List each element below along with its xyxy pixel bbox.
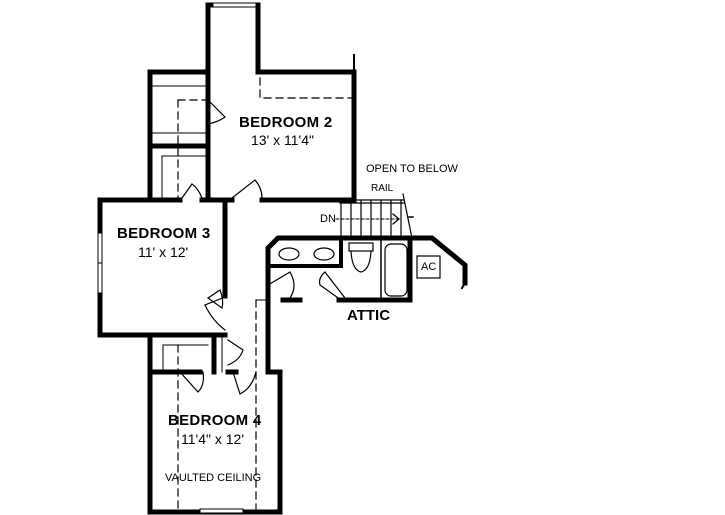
bedroom-3-name: BEDROOM 3 [117, 225, 211, 242]
window-bedroom-2 [212, 2, 257, 8]
open-to-below-label: OPEN TO BELOW [366, 163, 458, 175]
stairs [339, 193, 413, 239]
bedroom-3-dimensions: 11' x 12' [138, 244, 189, 260]
ac-box [416, 255, 441, 279]
bedroom-2-dimensions: 13' x 11'4" [251, 132, 314, 148]
toilet-tank [348, 242, 374, 252]
toilet-bowl [350, 250, 372, 273]
bedroom-2-name: BEDROOM 2 [239, 114, 333, 131]
stairs-down-label: DN [320, 213, 336, 225]
window-bedroom-4 [199, 508, 244, 514]
ac-label: AC [421, 261, 437, 273]
bathtub [384, 243, 408, 297]
closets-upper-left [147, 69, 211, 201]
door-swings [181, 99, 263, 310]
sink-right [313, 247, 335, 261]
bedroom-4-dimensions: 11'4" x 12' [181, 431, 244, 447]
bedroom-2-walls [205, 2, 357, 201]
sink-left [278, 247, 300, 261]
vaulted-ceiling-note: VAULTED CEILING [165, 472, 262, 484]
bath-walls [265, 235, 468, 373]
bedroom-4-name: BEDROOM 4 [168, 412, 262, 429]
attic-label: ATTIC [347, 307, 391, 324]
rail-label: RAIL [371, 183, 394, 194]
bedroom-4-walls [147, 332, 283, 515]
